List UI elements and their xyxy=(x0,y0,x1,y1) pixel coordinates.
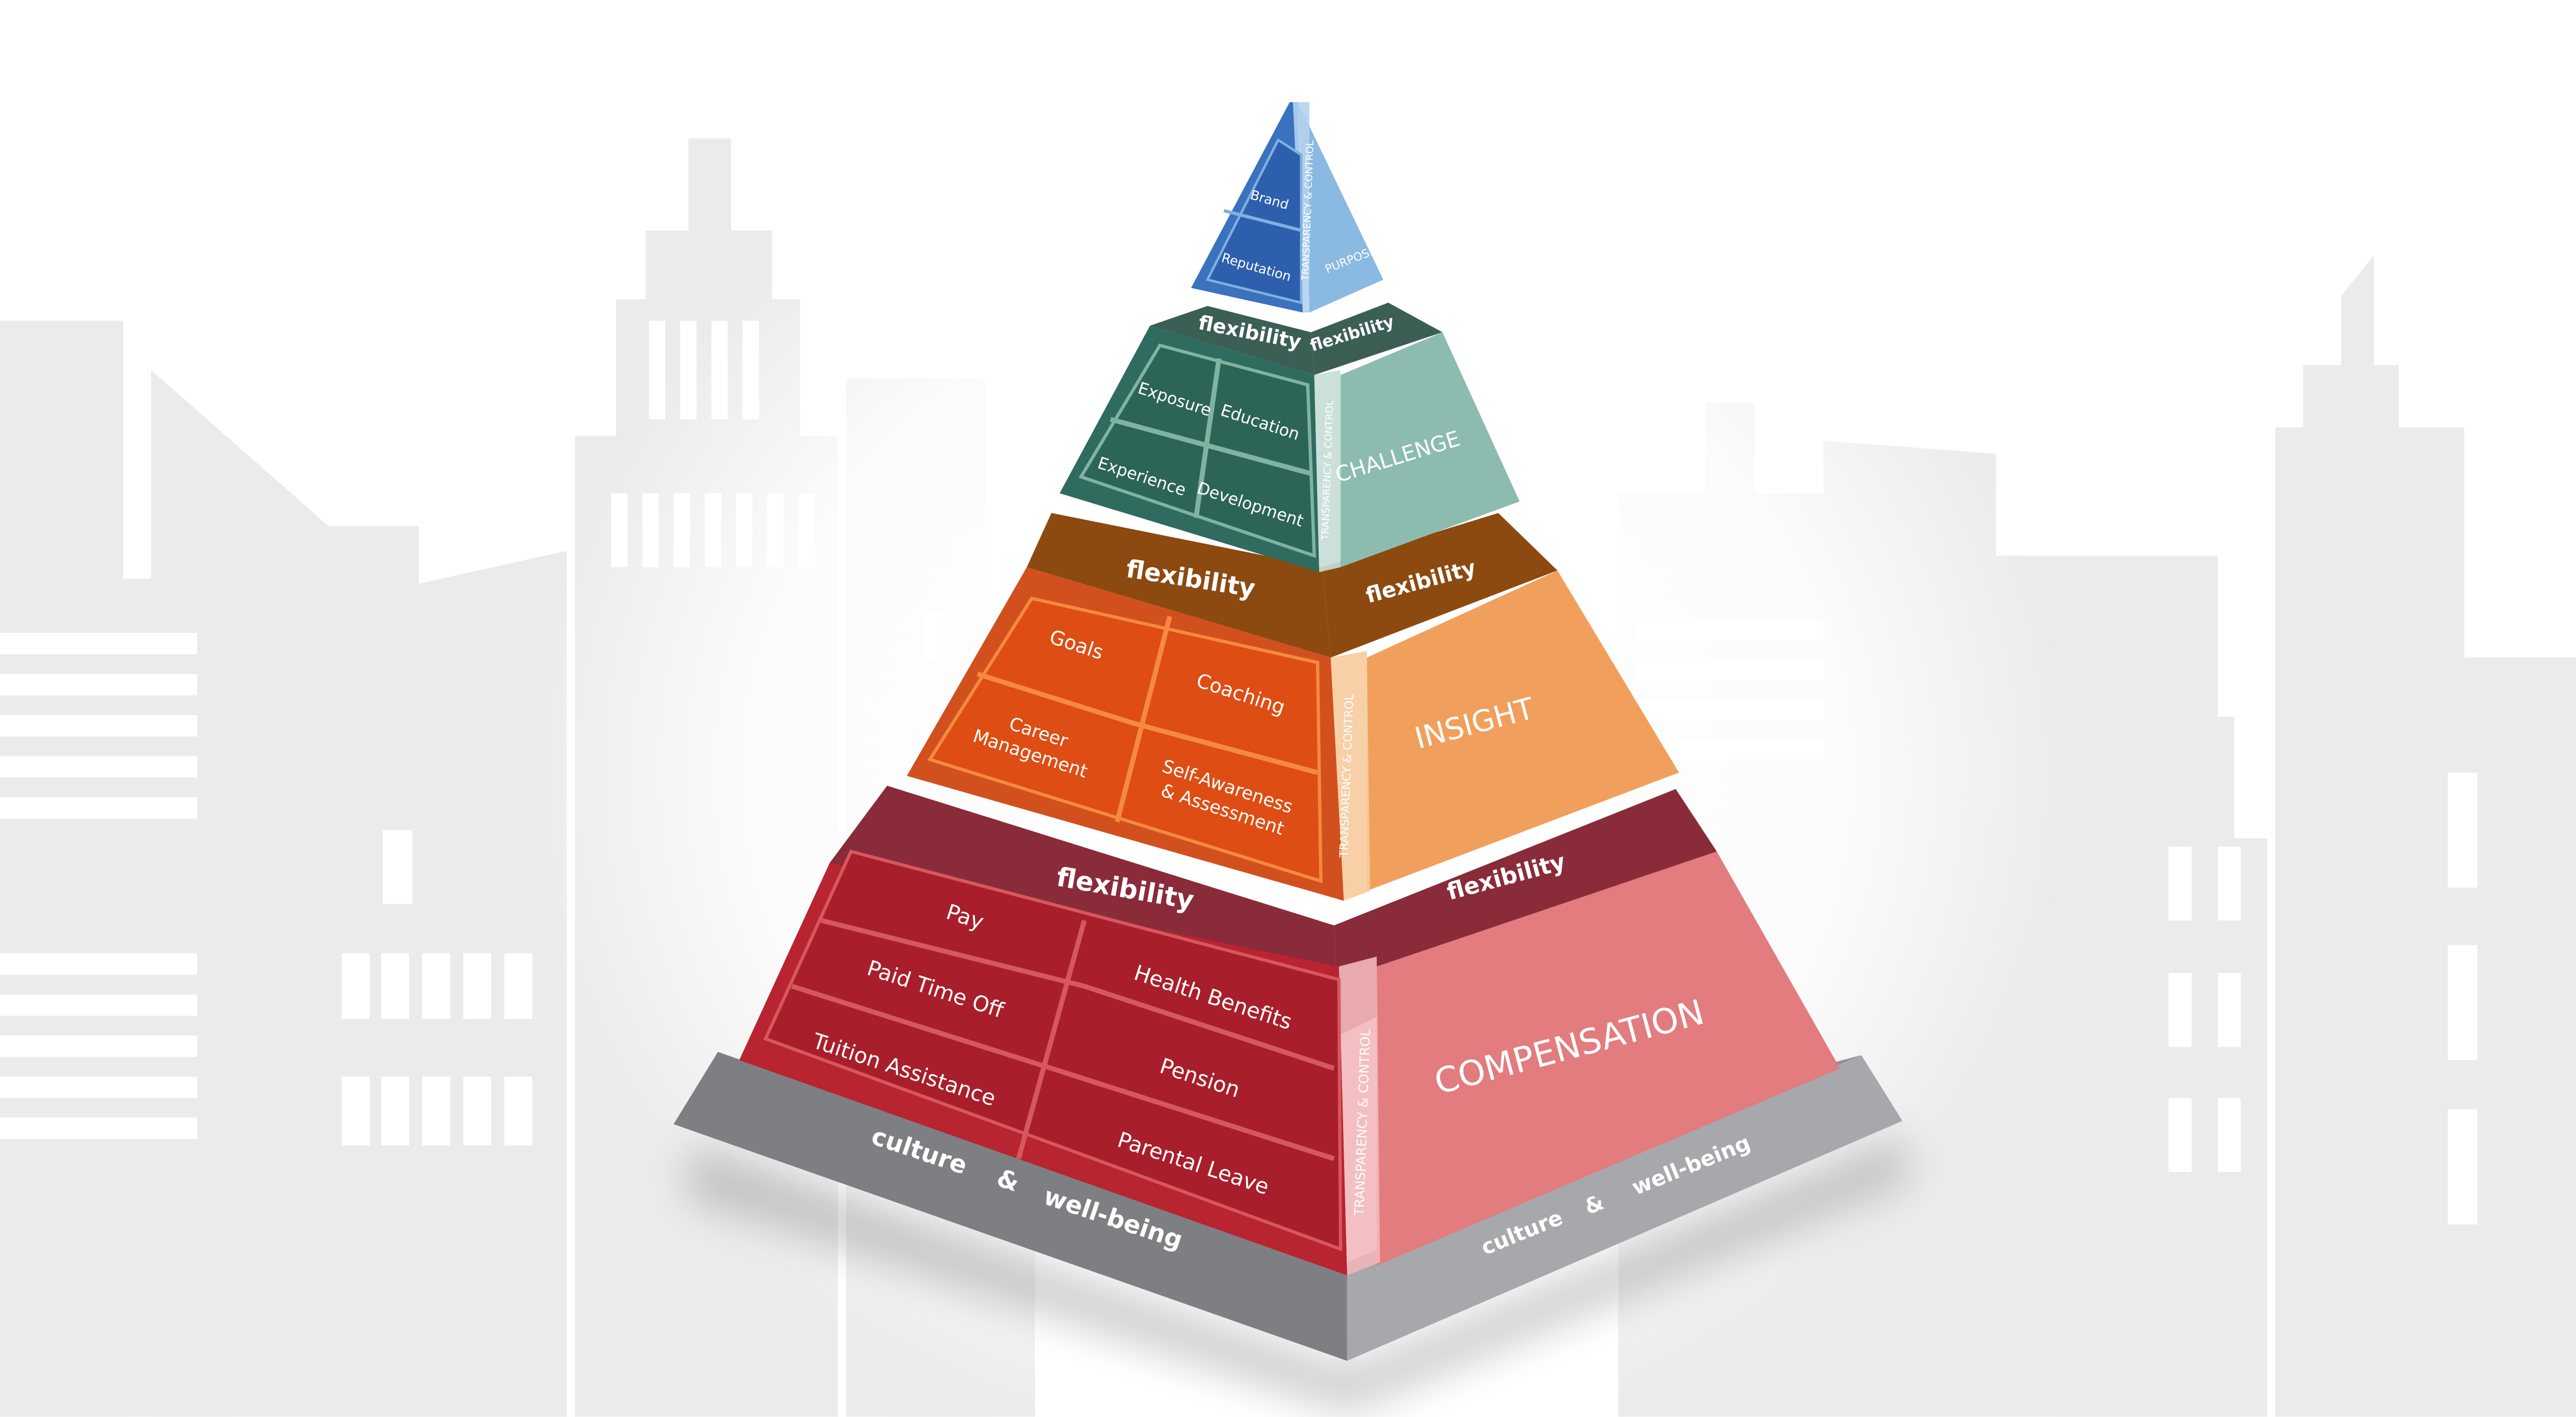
top-right-face xyxy=(1297,102,1384,313)
base-right-face xyxy=(1347,1055,1903,1361)
tier-compensation: flexibility flexibility Pay Paid Time Of… xyxy=(739,785,1840,1276)
tier-top: Brand Reputation PURPOSE TRANSPARENCY & … xyxy=(1191,102,1384,313)
challenge-flex-band-right xyxy=(1311,302,1443,375)
tier-insight: flexibility flexibility Goals Coaching C… xyxy=(907,513,1679,901)
top-item-frame xyxy=(1205,138,1303,304)
challenge-right-face xyxy=(1340,332,1520,567)
insight-right-face xyxy=(1366,570,1679,891)
pyramid-shadow xyxy=(690,1134,1906,1414)
challenge-spine xyxy=(1314,370,1341,572)
challenge-item-grid-lines xyxy=(1110,358,1312,518)
challenge-item-frame xyxy=(1078,343,1316,558)
insight-item-frame xyxy=(927,596,1323,884)
top-item-divider xyxy=(1223,209,1302,232)
tier-challenge: flexibility flexibility Exposure Educati… xyxy=(1059,302,1520,572)
base-left-face xyxy=(673,1052,1347,1361)
challenge-flex-band-left xyxy=(1150,306,1314,375)
compensation-right-face xyxy=(1376,851,1840,1266)
compensation-item-frame xyxy=(763,849,1343,1252)
compensation-item-grid-lines xyxy=(791,918,1335,1161)
insight-item-grid-lines xyxy=(976,616,1319,823)
compensation-spine xyxy=(1339,956,1380,1276)
insight-spine xyxy=(1331,651,1371,901)
insight-flex-band-left xyxy=(1027,513,1331,658)
